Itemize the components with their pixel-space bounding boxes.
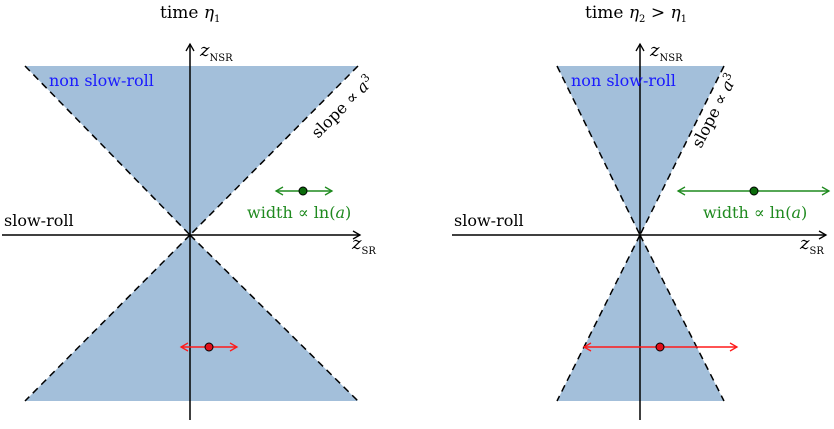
z-nsr-axis-label: zNSR — [199, 40, 233, 64]
cone-boundary-left — [24, 65, 191, 236]
slow-roll-label: slow-roll — [4, 211, 74, 230]
non-slow-roll-region-lower — [25, 235, 358, 401]
panel-title: time η2 > η1 — [585, 3, 687, 25]
state-marker-dot-red — [655, 342, 665, 352]
cone-boundary-right — [639, 65, 725, 236]
z-sr-axis-label: zSR — [351, 233, 376, 257]
z-nsr-axis-label: zNSR — [649, 40, 683, 64]
panel-left: time η1 zNSR zSR slow-roll non slow-roll… — [2, 3, 376, 420]
width-label: width ∝ ln(a) — [247, 203, 351, 222]
width-label: width ∝ ln(a) — [703, 203, 807, 222]
panel-right: time η2 > η1 zNSR zSR slow-roll non slow… — [452, 3, 831, 420]
non-slow-roll-label: non slow-roll — [571, 71, 676, 90]
width-marker-dot — [749, 186, 759, 196]
cone-boundary-lower-right — [189, 234, 359, 402]
non-slow-roll-label: non slow-roll — [49, 71, 154, 90]
panel-title: time η1 — [160, 3, 220, 25]
non-slow-roll-region-upper — [25, 66, 358, 235]
width-marker-dot — [298, 186, 308, 196]
cone-boundary-left — [556, 65, 641, 236]
cone-boundary-lower-left — [24, 234, 191, 402]
cone-boundary-lower-left — [556, 234, 641, 402]
state-marker-dot-red — [204, 342, 214, 352]
cone-boundary-right — [189, 65, 359, 236]
z-sr-axis-label: zSR — [799, 233, 824, 257]
slow-roll-label: slow-roll — [454, 211, 524, 230]
